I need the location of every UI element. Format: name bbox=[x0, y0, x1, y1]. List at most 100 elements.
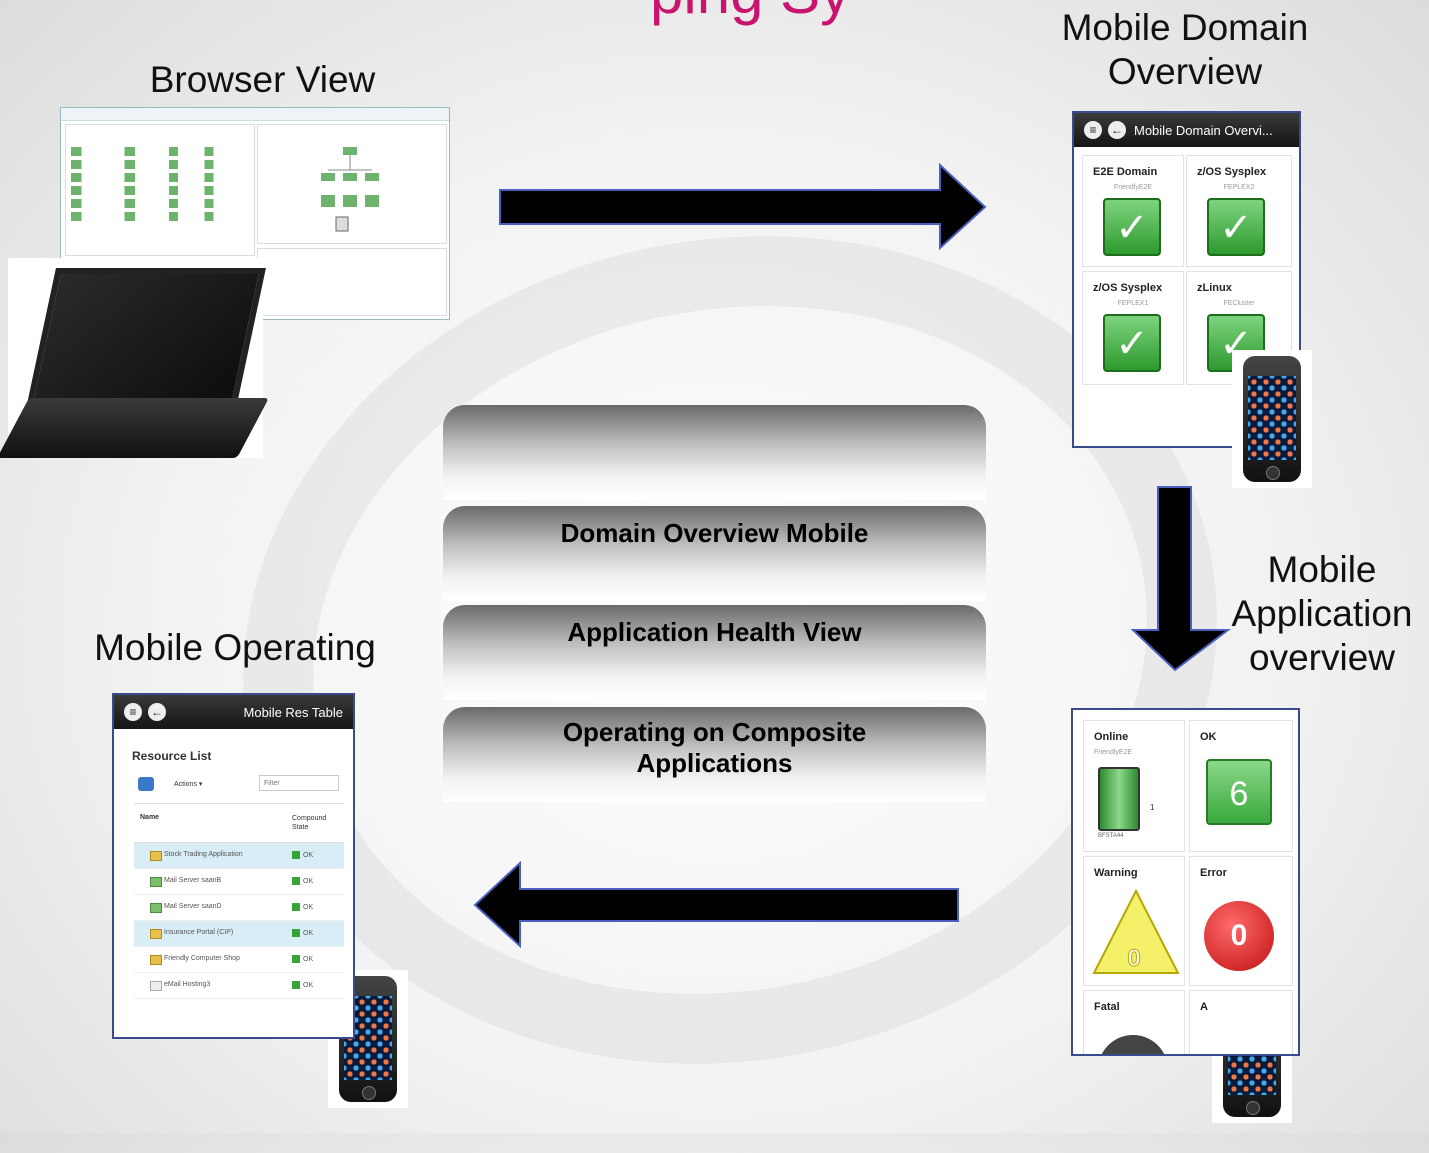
arrow-down bbox=[1130, 486, 1231, 672]
tile-heading: E2E Domain bbox=[1093, 166, 1158, 178]
label-mobile-operating: Mobile Operating bbox=[94, 627, 376, 668]
step-label: Application Health View bbox=[567, 617, 862, 647]
row-name: Insurance Portal (CIP) bbox=[164, 929, 234, 936]
tile-heading: Warning bbox=[1094, 867, 1138, 879]
row-state: OK bbox=[303, 929, 314, 937]
table-row[interactable]: Friendly Computer Shop OK bbox=[134, 947, 344, 973]
tile-heading: z/OS Sysplex bbox=[1093, 282, 1163, 294]
row-state: OK bbox=[303, 981, 314, 989]
tile-subtitle: FEPLEX2 bbox=[1223, 184, 1255, 191]
tile-heading: Fatal bbox=[1094, 1001, 1120, 1013]
app-title: Mobile Res Table bbox=[243, 705, 343, 720]
row-name: Friendly Computer Shop bbox=[164, 955, 240, 962]
row-name: Stock Trading Application bbox=[164, 851, 243, 858]
resource-row bbox=[71, 199, 249, 208]
resources-pane bbox=[65, 124, 255, 256]
step-label: Domain Overview Mobile bbox=[560, 518, 869, 548]
iphone-image bbox=[1232, 350, 1312, 488]
refresh-icon[interactable] bbox=[138, 777, 154, 791]
label-line: overview bbox=[1249, 637, 1395, 678]
table-row[interactable]: eMail Hosting3 OK bbox=[134, 973, 344, 999]
tile-subtitle: FriendlyE2E bbox=[1113, 184, 1153, 191]
tile-heading: Online bbox=[1094, 731, 1129, 743]
warning-triangle-icon bbox=[1092, 888, 1180, 974]
domain-tile[interactable]: z/OS Sysplex FEPLEX1 ✓ bbox=[1082, 271, 1184, 385]
label-line: Mobile Domain bbox=[1061, 7, 1309, 48]
table-row[interactable]: Mail Server saanB OK bbox=[134, 869, 344, 895]
table-row[interactable]: Stock Trading Application OK bbox=[134, 843, 344, 869]
domain-tile[interactable]: E2E Domain FriendlyE2E ✓ bbox=[1082, 155, 1184, 267]
tile-partial[interactable]: A bbox=[1189, 990, 1293, 1054]
tile-heading: z/OS Sysplex bbox=[1197, 166, 1267, 178]
step-operating-on-composite-applications: Operating on Composite Applications bbox=[443, 707, 986, 802]
arrow-right bbox=[499, 162, 987, 251]
ok-count: 6 bbox=[1206, 759, 1272, 825]
filter-input[interactable] bbox=[259, 775, 339, 791]
menu-icon[interactable]: ≡ bbox=[124, 703, 142, 721]
label-mobile-application-overview: Mobile Application overview bbox=[1212, 548, 1429, 680]
resource-row bbox=[71, 212, 249, 221]
laptop-keyboard bbox=[0, 398, 269, 458]
label-mobile-domain-overview: Mobile Domain Overview bbox=[1010, 6, 1360, 94]
arrow-left bbox=[473, 860, 959, 949]
checkmark-icon: ✓ bbox=[1103, 314, 1161, 372]
error-count: 0 bbox=[1204, 901, 1274, 971]
app-title: Mobile Domain Overvi... bbox=[1134, 123, 1273, 138]
online-footer: BFSTA44 bbox=[1098, 833, 1124, 839]
online-count: 1 bbox=[1150, 803, 1155, 812]
battery-gauge-icon bbox=[1098, 767, 1140, 831]
fatal-tile[interactable]: Fatal bbox=[1083, 990, 1185, 1054]
row-name: Mail Server saanB bbox=[164, 877, 222, 884]
online-tile[interactable]: Online FriendlyE2E 1 BFSTA44 bbox=[1083, 720, 1185, 852]
back-icon[interactable]: ← bbox=[148, 703, 166, 721]
tile-subtitle: FriendlyE2E bbox=[1094, 749, 1133, 756]
actions-label: Actions bbox=[174, 781, 197, 788]
table-header: Name Compound State bbox=[134, 803, 344, 843]
ok-tile[interactable]: OK 6 bbox=[1189, 720, 1293, 852]
resource-row bbox=[71, 147, 249, 156]
row-state: OK bbox=[303, 877, 314, 885]
row-name: eMail Hosting3 bbox=[164, 981, 211, 988]
relationships-pane bbox=[257, 124, 447, 244]
col-state-header[interactable]: Compound State bbox=[292, 814, 326, 832]
browser-toolbar bbox=[61, 108, 449, 121]
table-row[interactable]: Insurance Portal (CIP) OK bbox=[134, 921, 344, 947]
tile-heading: Error bbox=[1200, 867, 1227, 879]
tile-subtitle: FEPLEX1 bbox=[1117, 300, 1149, 307]
step-application-health-view: Application Health View bbox=[443, 605, 986, 700]
label-line: Overview bbox=[1107, 51, 1263, 92]
app-header: ≡ ← Mobile Res Table bbox=[114, 695, 353, 729]
warning-count: 0 bbox=[1127, 945, 1141, 973]
checkmark-icon: ✓ bbox=[1103, 198, 1161, 256]
back-icon[interactable]: ← bbox=[1108, 121, 1126, 139]
actions-dropdown[interactable]: Actions ▾ bbox=[174, 781, 203, 788]
row-state: OK bbox=[303, 955, 314, 963]
step-blank bbox=[443, 405, 986, 500]
row-name: Mail Server saanD bbox=[164, 903, 222, 910]
header-line: Compound bbox=[292, 815, 327, 822]
topology-graph bbox=[321, 147, 379, 232]
tile-heading: zLinux bbox=[1197, 282, 1232, 294]
step-label: Operating on Composite Applications bbox=[562, 717, 867, 778]
col-name-header[interactable]: Name bbox=[140, 814, 160, 821]
laptop-screen bbox=[24, 268, 266, 418]
table-row[interactable]: Mail Server saanD OK bbox=[134, 895, 344, 921]
label-line: Mobile bbox=[1267, 549, 1377, 590]
domain-tile[interactable]: z/OS Sysplex FEPLEX2 ✓ bbox=[1186, 155, 1292, 267]
menu-icon[interactable]: ≡ bbox=[1084, 121, 1102, 139]
label-line: Application bbox=[1231, 593, 1413, 634]
res-table-app: ≡ ← Mobile Res Table Resource List Actio… bbox=[112, 693, 355, 1039]
domain-overview-app: ≡ ← Mobile Domain Overvi... E2E Domain F… bbox=[1072, 111, 1301, 448]
tile-heading: A bbox=[1200, 1001, 1208, 1013]
resource-row bbox=[71, 173, 249, 182]
checkmark-icon: ✓ bbox=[1207, 198, 1265, 256]
health-app: Online FriendlyE2E 1 BFSTA44 OK 6 Warnin… bbox=[1071, 708, 1300, 1056]
resource-row bbox=[71, 186, 249, 195]
slide-title-fragment: ping Sy bbox=[650, 0, 850, 27]
tile-subtitle: FECluster bbox=[1223, 300, 1255, 307]
warning-tile[interactable]: Warning 0 bbox=[1083, 856, 1185, 986]
tile-heading: OK bbox=[1200, 731, 1217, 743]
row-state: OK bbox=[303, 903, 314, 911]
error-tile[interactable]: Error 0 bbox=[1189, 856, 1293, 986]
app-header: ≡ ← Mobile Domain Overvi... bbox=[1074, 113, 1299, 147]
